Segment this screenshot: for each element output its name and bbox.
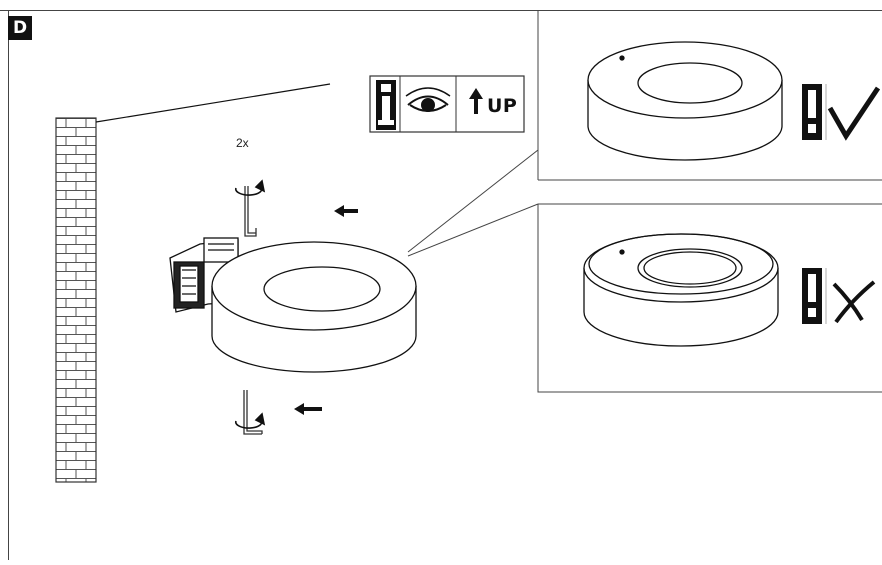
luminaire [211, 241, 417, 373]
up-label: UP [487, 95, 518, 117]
info-icon [376, 80, 396, 130]
hex-key-icon [243, 186, 263, 435]
warning-icon [802, 84, 822, 140]
wall-perspective-line [95, 83, 331, 123]
warning-icon [802, 268, 822, 324]
up-arrow-icon [469, 88, 483, 114]
luminaire-detail-incorrect [583, 233, 779, 347]
check-icon [827, 86, 881, 141]
frame [0, 10, 882, 560]
step-label: D [8, 16, 32, 40]
info-box [369, 75, 525, 133]
cross-icon [832, 280, 876, 324]
eye-icon [405, 87, 451, 112]
arrow-left-icon [294, 205, 358, 415]
detail-panels [407, 10, 882, 393]
rotate-icon [235, 179, 266, 429]
brick-wall [55, 117, 97, 483]
repeat-count: 2x [236, 136, 249, 150]
luminaire-detail-correct [587, 41, 783, 161]
